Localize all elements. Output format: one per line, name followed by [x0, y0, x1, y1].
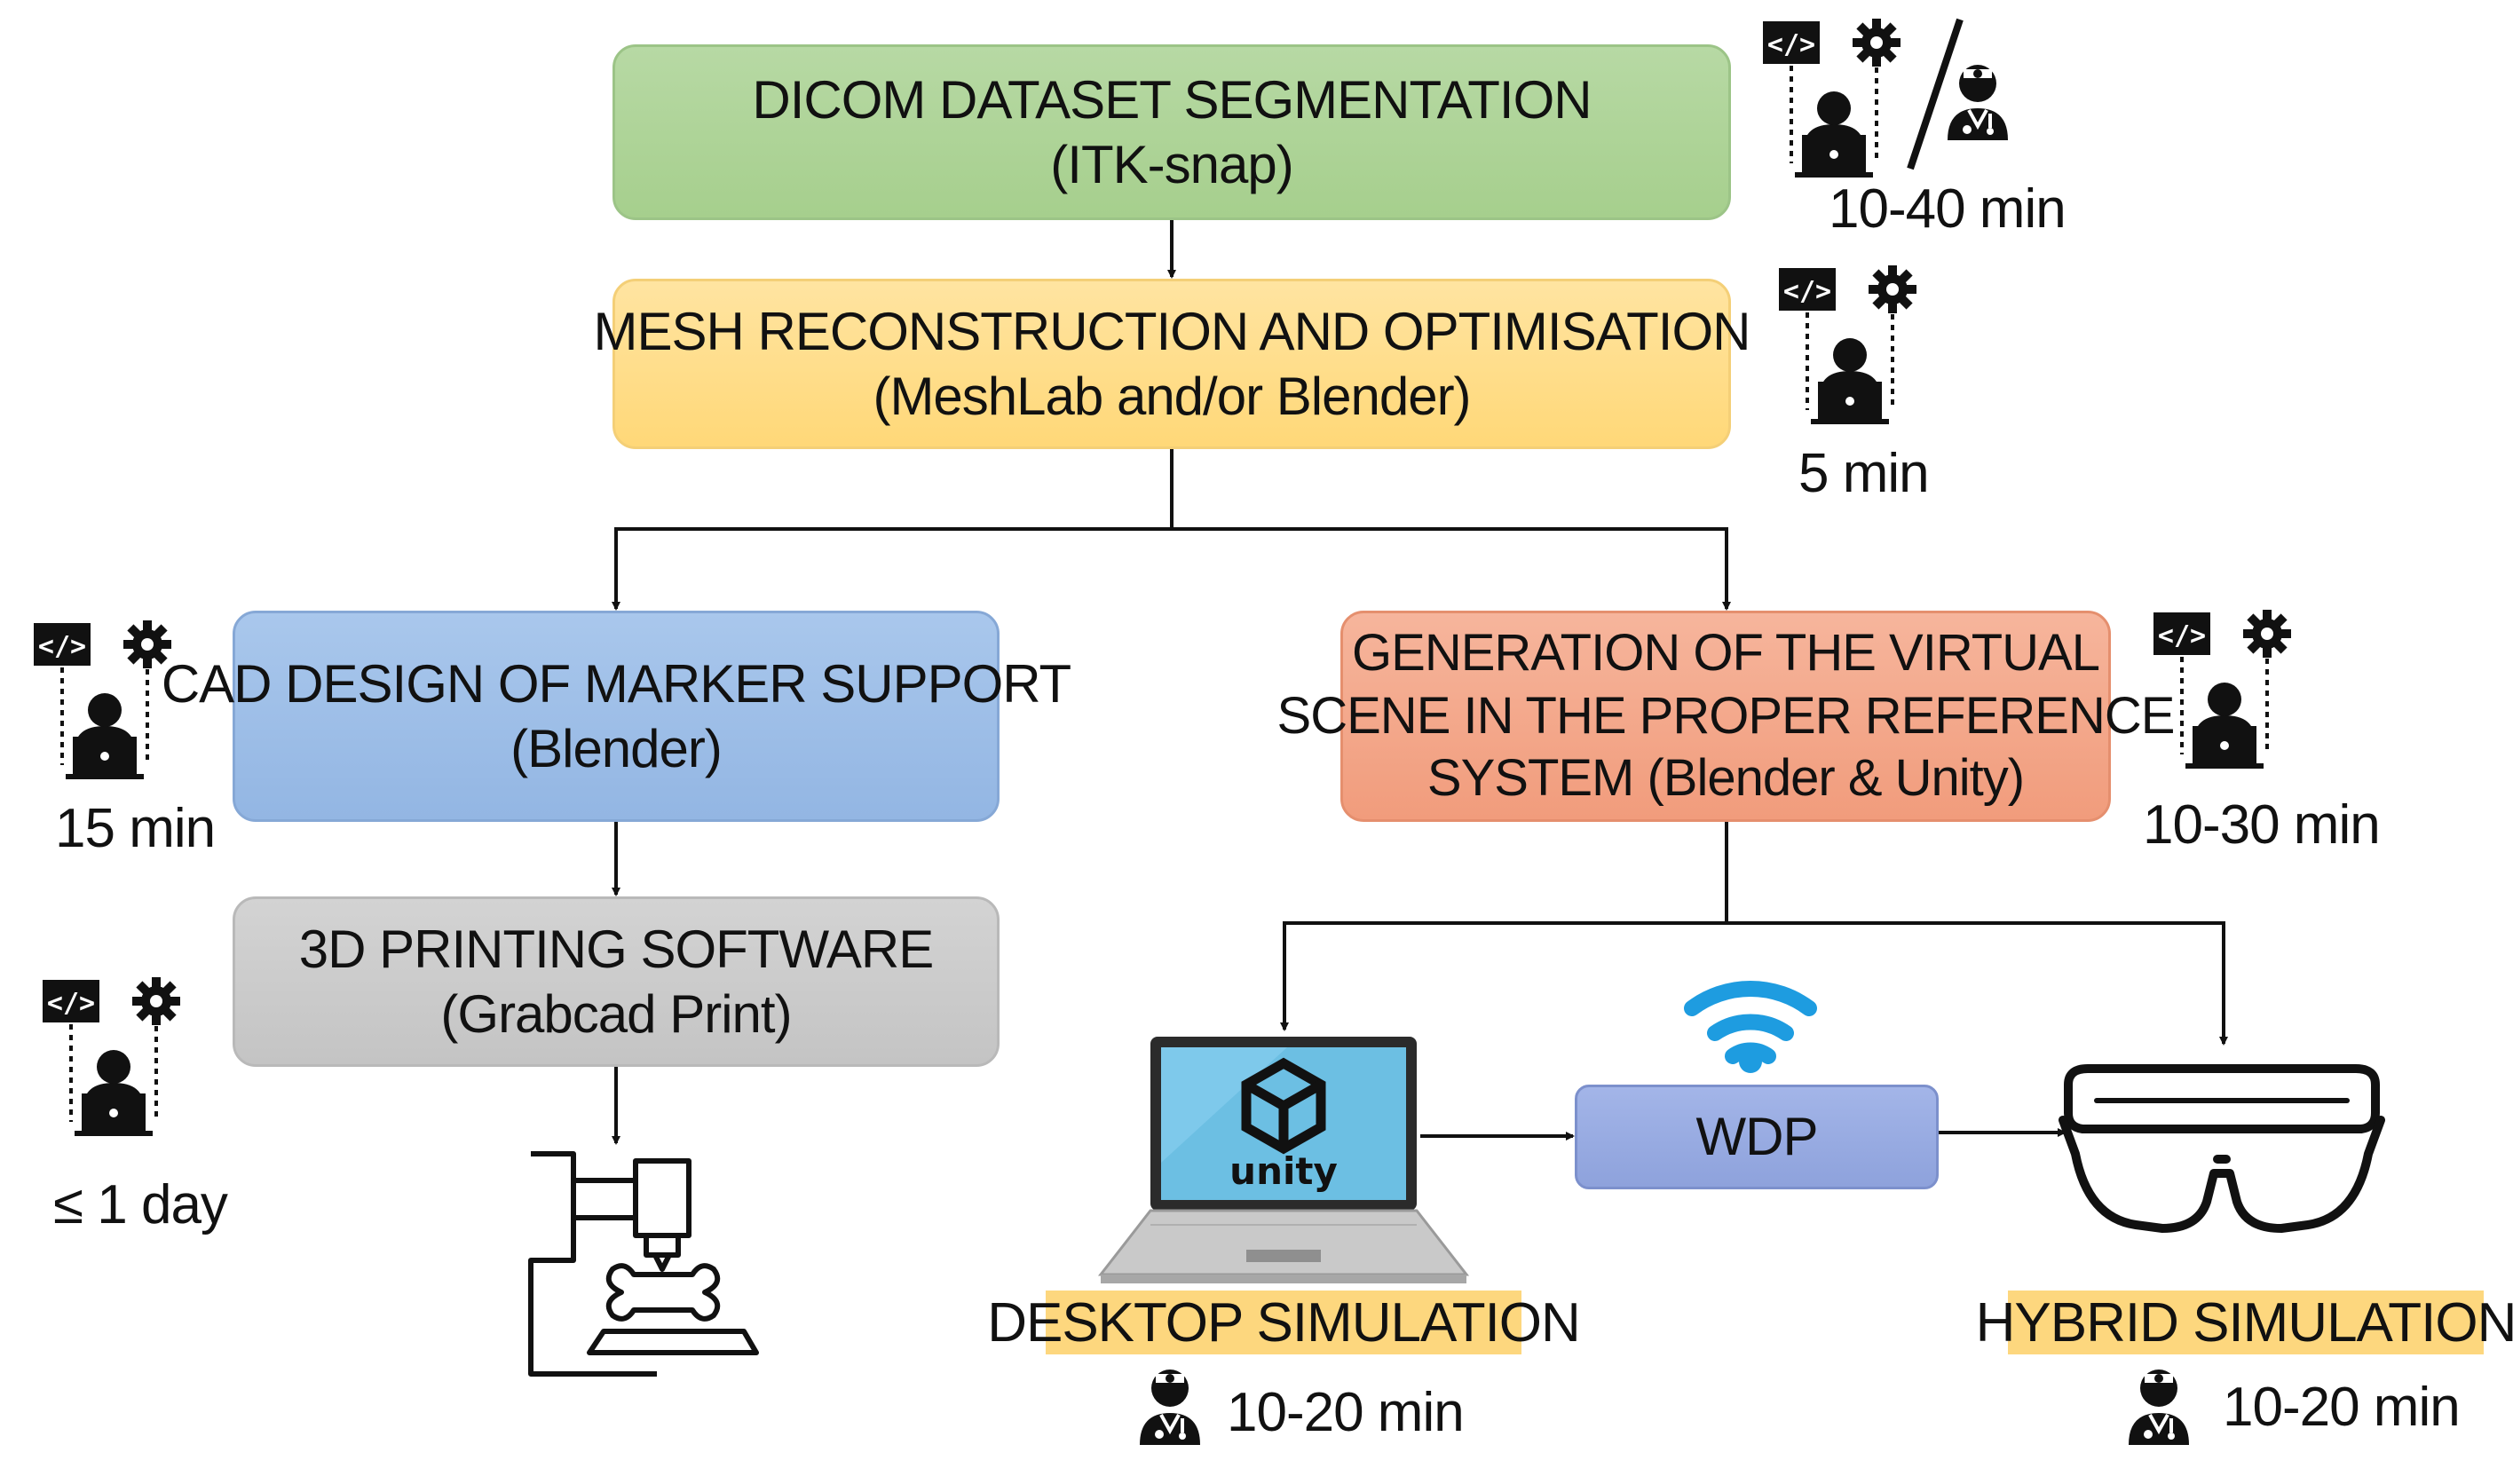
time-hybrid: 10-20 min — [2223, 1377, 2461, 1438]
time-mesh: 5 min — [1798, 443, 1930, 504]
developer-icon — [1777, 264, 1918, 426]
virtual-scene-line2: SCENE IN THE PROPER REFERENCE — [1276, 686, 2176, 745]
mesh-title: MESH RECONSTRUCTION AND OPTIMISATION — [593, 301, 1751, 361]
arrow-virtual-scene-to-hybrid — [1727, 921, 2228, 1046]
arrow-virtual-scene-to-desktop — [1280, 822, 1728, 1031]
3d-printer-icon — [528, 1151, 759, 1377]
time-segmentation: 10-40 min — [1829, 178, 2067, 240]
time-desktop: 10-20 min — [1227, 1382, 1465, 1443]
doctor-icon — [2127, 1368, 2191, 1447]
wifi-icon — [1684, 981, 1817, 1064]
wifi-dot — [1739, 1050, 1762, 1073]
mesh-subtitle: (MeshLab and/or Blender) — [873, 367, 1471, 426]
time-printing: ≤ 1 day — [53, 1174, 228, 1235]
unity-logo-text: unity — [1229, 1149, 1338, 1193]
developer-icon — [41, 975, 182, 1138]
unity-logo-icon — [1241, 1057, 1326, 1155]
connectors — [612, 220, 2228, 1145]
printing-box: 3D PRINTING SOFTWARE (Grabcad Print) — [233, 896, 1000, 1067]
arrow-mesh-to-virtual-scene — [1172, 527, 1731, 611]
cad-title: CAD DESIGN OF MARKER SUPPORT — [161, 653, 1071, 714]
doctor-icon — [1946, 63, 2010, 142]
virtual-scene-line3: SYSTEM (Blender & Unity) — [1426, 749, 2025, 808]
wdp-label: WDP — [1695, 1107, 1819, 1167]
mesh-box: MESH RECONSTRUCTION AND OPTIMISATION (Me… — [594, 279, 1750, 449]
virtual-scene-box: GENERATION OF THE VIRTUAL SCENE IN THE P… — [1277, 611, 2175, 822]
hybrid-simulation-label: HYBRID SIMULATION — [1975, 1291, 2513, 1354]
printing-title: 3D PRINTING SOFTWARE — [298, 919, 934, 979]
segmentation-box: DICOM DATASET SEGMENTATION (ITK-snap) — [612, 44, 1731, 220]
desktop-simulation-label: DESKTOP SIMULATION — [987, 1291, 1581, 1354]
segmentation-title: DICOM DATASET SEGMENTATION — [752, 69, 1592, 130]
cad-subtitle: (Blender) — [510, 719, 723, 778]
segmentation-subtitle: (ITK-snap) — [1050, 135, 1293, 194]
slash-divider — [1907, 18, 1964, 170]
time-virtual-scene: 10-30 min — [2143, 794, 2381, 856]
ar-glasses-icon — [2059, 1064, 2385, 1233]
wdp-box: WDP — [1575, 1085, 1939, 1189]
time-cad: 15 min — [55, 798, 216, 859]
cad-box: CAD DESIGN OF MARKER SUPPORT (Blender) — [162, 611, 1071, 822]
virtual-scene-line1: GENERATION OF THE VIRTUAL — [1352, 623, 2100, 682]
developer-icon — [1761, 17, 1902, 179]
arrow-mesh-to-cad — [612, 448, 1174, 611]
developer-icon — [32, 619, 173, 781]
printing-subtitle: (Grabcad Print) — [440, 984, 792, 1044]
doctor-icon — [1138, 1368, 1202, 1447]
